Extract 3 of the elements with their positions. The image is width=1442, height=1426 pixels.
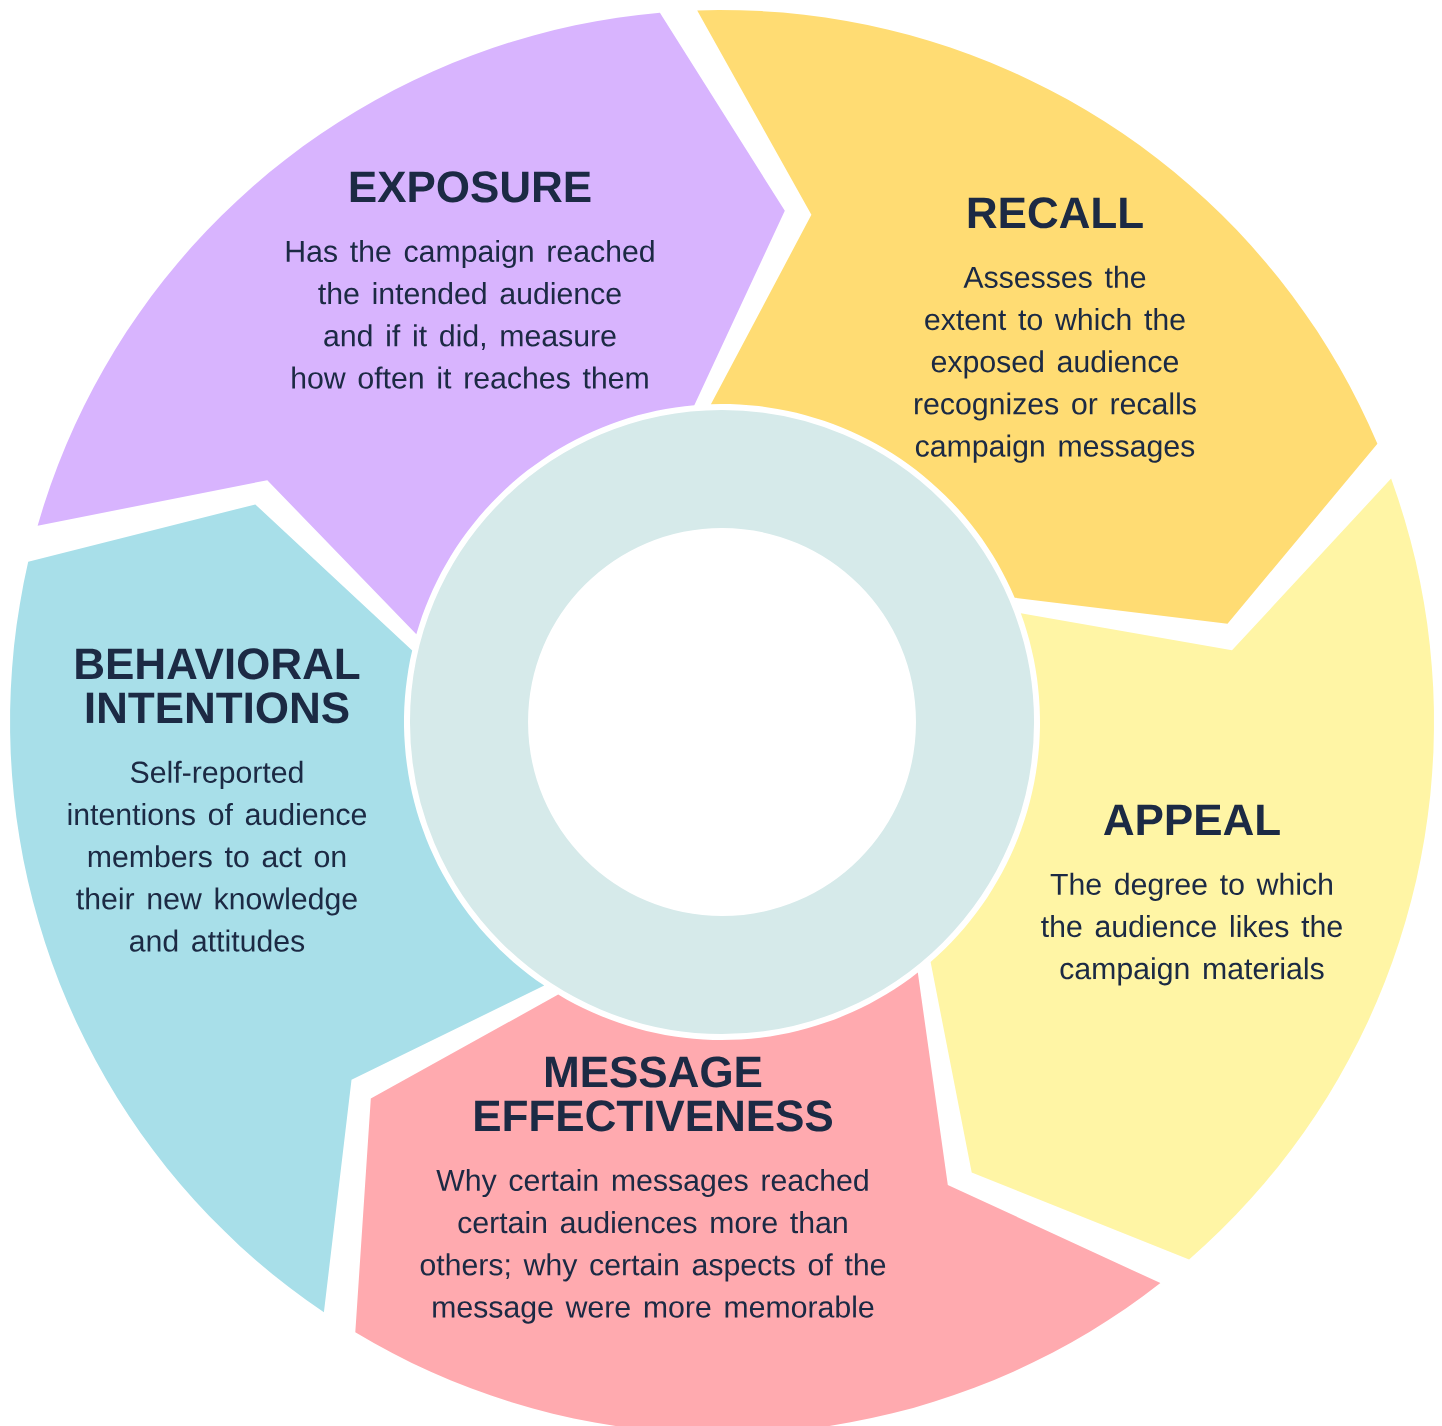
arrow-segment: EXPOSURE Has the campaign reached the intended audience and if it did, measure how often it reaches them	[37, 12, 785, 635]
arrow-segment: APPEAL The degree to which the audience likes the campaign materials	[930, 478, 1434, 1260]
arrow-segment: RECALL Assesses the extent to which the exposed audience recognizes or recalls campaign messages	[697, 10, 1378, 624]
